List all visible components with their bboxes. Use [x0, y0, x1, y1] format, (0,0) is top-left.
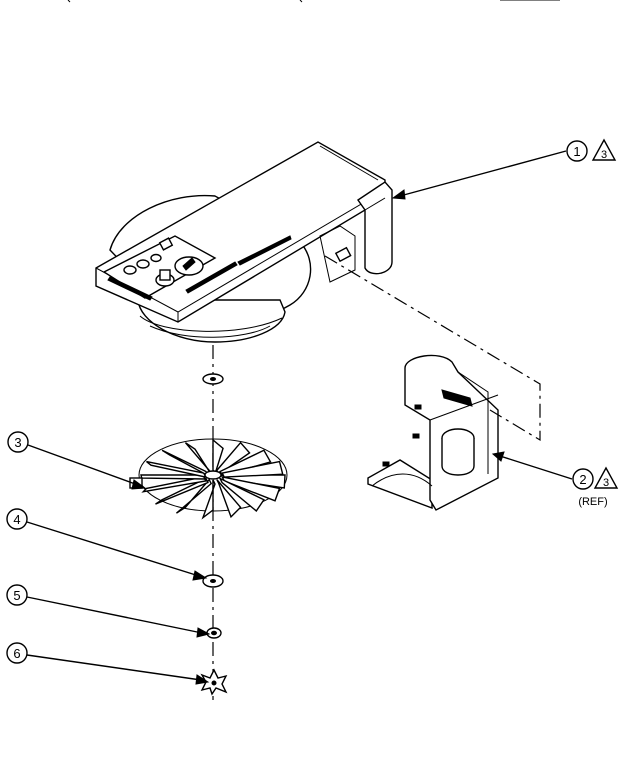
callout-6: 6	[6, 642, 28, 664]
blower-housing-assembly	[95, 141, 393, 343]
callout-4-number: 4	[13, 512, 20, 527]
callout-2: 2 3 (REF)	[572, 466, 619, 508]
callout-1-number: 1	[573, 144, 580, 159]
fan-hub	[204, 470, 222, 480]
callout-3-number: 3	[14, 435, 21, 450]
callout-5-number: 5	[13, 588, 20, 603]
callout-2-tag: 3	[603, 477, 609, 489]
callout-4: 4	[6, 508, 28, 530]
callout-5: 5	[6, 584, 28, 606]
washer	[202, 574, 224, 588]
fan-blade	[140, 474, 207, 480]
fan-blade	[175, 478, 213, 514]
top-edge-marks	[67, 0, 560, 3]
nut	[206, 627, 222, 639]
fan-blade	[201, 479, 216, 520]
callout-1: 1 3	[566, 138, 617, 162]
callout-3: 3	[7, 431, 29, 453]
fan-blade	[155, 477, 209, 505]
leader-lines	[26, 150, 573, 685]
top-washer	[202, 373, 224, 385]
alignment-line-top	[324, 255, 541, 442]
callout-2-note: (REF)	[578, 496, 607, 508]
callout-1-tag: 3	[601, 149, 607, 161]
blower-wheel-rim	[138, 438, 288, 512]
callout-2-number: 2	[579, 472, 586, 487]
wing-nut	[200, 668, 228, 696]
callout-6-number: 6	[13, 646, 20, 661]
fan-blade	[216, 479, 242, 519]
fan-blade	[221, 460, 284, 478]
fan-blade	[218, 477, 265, 512]
motor-bracket-assembly	[367, 354, 499, 511]
blower-wheel	[129, 438, 288, 520]
